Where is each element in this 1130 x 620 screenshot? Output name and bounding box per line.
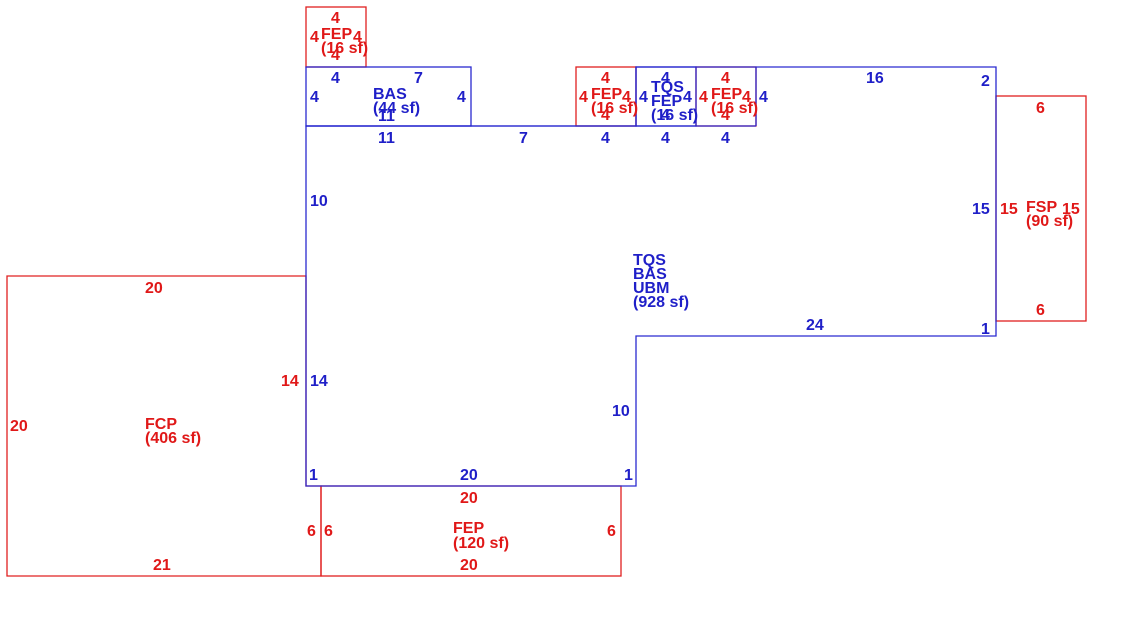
dim-fep-bottom-bottom: 20 bbox=[460, 557, 478, 574]
dim-fsp-left: 15 bbox=[1000, 201, 1018, 218]
dim-fep-mid-left-bottom: 4 bbox=[601, 107, 610, 124]
dim-fsp-bottom: 6 bbox=[1036, 302, 1045, 319]
dim-fep-top-left-top: 4 bbox=[331, 10, 340, 27]
main-area-size: (928 sf) bbox=[633, 294, 689, 311]
fep-bottom-code: FEP bbox=[453, 520, 484, 537]
bas-top-size: (44 sf) bbox=[373, 100, 420, 117]
dim-fep-mid-right-left: 4 bbox=[699, 89, 708, 106]
fcp-size: (406 sf) bbox=[145, 430, 201, 447]
dim-main-step-24: 24 bbox=[806, 317, 824, 334]
dim-main-bottom-20: 20 bbox=[460, 467, 478, 484]
main-area-code-1: TQS bbox=[633, 252, 666, 269]
dim-fsp-top: 6 bbox=[1036, 100, 1045, 117]
dim-fcp-top: 20 bbox=[145, 280, 163, 297]
dim-divider-4: 4 bbox=[759, 89, 768, 106]
bas-top-code: BAS bbox=[373, 86, 407, 103]
fep-mid-right-size: (16 sf) bbox=[711, 100, 758, 117]
tqs-fep-size: (16 sf) bbox=[651, 107, 698, 124]
tqs-fep-code-1: TQS bbox=[651, 79, 684, 96]
fsp-code: FSP bbox=[1026, 199, 1057, 216]
dim-main-right-1: 1 bbox=[981, 321, 990, 338]
fep-mid-left-code: FEP bbox=[591, 86, 622, 103]
fep-bottom-size: (120 sf) bbox=[453, 535, 509, 552]
dim-fep-bottom-right: 6 bbox=[607, 523, 616, 540]
dim-fcp-bottom: 21 bbox=[153, 557, 171, 574]
dim-fep-top-left-right: 4 bbox=[353, 29, 362, 46]
dim-tqs-fep-right: 4 bbox=[683, 89, 692, 106]
dim-fep-top-left-bottom: 4 bbox=[331, 47, 340, 64]
fcp-code: FCP bbox=[145, 416, 177, 433]
fep-top-left-code: FEP bbox=[321, 26, 352, 43]
dim-main-top-4c: 4 bbox=[721, 130, 730, 147]
dim-main-step-10: 10 bbox=[612, 403, 630, 420]
fep-mid-left-size: (16 sf) bbox=[591, 100, 638, 117]
dim-fep-mid-left-left: 4 bbox=[579, 89, 588, 106]
dim-bas-top: 7 bbox=[414, 70, 423, 87]
dim-fsp-right: 15 bbox=[1062, 201, 1080, 218]
dim-tqs-fep-bottom: 4 bbox=[661, 107, 670, 124]
dim-fep-mid-left-top: 4 bbox=[601, 70, 610, 87]
dim-tqs-fep-top: 4 bbox=[661, 70, 670, 87]
dim-tqs-fep-left: 4 bbox=[639, 89, 648, 106]
dim-fcp-right: 14 bbox=[281, 373, 299, 390]
tqs-fep-code-2: FEP bbox=[651, 93, 682, 110]
dim-bas-right: 4 bbox=[457, 89, 466, 106]
dim-fep-top-left-left: 4 bbox=[310, 29, 319, 46]
dim-main-top-7: 7 bbox=[519, 130, 528, 147]
dim-fep-mid-right-bottom: 4 bbox=[721, 107, 730, 124]
dim-main-right-15: 15 bbox=[972, 201, 990, 218]
dim-fep-mid-left-right: 4 bbox=[622, 89, 631, 106]
dim-main-left-10: 10 bbox=[310, 193, 328, 210]
dim-fep-bottom-left-inner: 6 bbox=[324, 523, 333, 540]
fep-top-left-size: (16 sf) bbox=[321, 40, 368, 57]
dim-fep-mid-right-right: 4 bbox=[742, 89, 751, 106]
dim-main-corner-1b: 1 bbox=[624, 467, 633, 484]
dim-bas-inner-top: 4 bbox=[331, 70, 340, 87]
dim-fcp-left: 20 bbox=[10, 418, 28, 435]
dim-fep-mid-right-top: 4 bbox=[721, 70, 730, 87]
dim-bas-left: 4 bbox=[310, 89, 319, 106]
dim-main-right-2: 2 bbox=[981, 73, 990, 90]
main-area-code-3: UBM bbox=[633, 280, 669, 297]
dim-fep-bottom-left-outer: 6 bbox=[307, 523, 316, 540]
fep-mid-right-code: FEP bbox=[711, 86, 742, 103]
dim-main-left-14: 14 bbox=[310, 373, 328, 390]
dim-main-top-4b: 4 bbox=[661, 130, 670, 147]
main-area-code-2: BAS bbox=[633, 266, 667, 283]
dim-main-top-4a: 4 bbox=[601, 130, 610, 147]
dim-bas-bottom: 11 bbox=[378, 108, 395, 125]
dim-main-top-16: 16 bbox=[866, 70, 884, 87]
dim-fep-bottom-top: 20 bbox=[460, 490, 478, 507]
dim-main-corner-1a: 1 bbox=[309, 467, 318, 484]
dim-main-top-11: 11 bbox=[378, 130, 395, 147]
fsp-size: (90 sf) bbox=[1026, 213, 1073, 230]
